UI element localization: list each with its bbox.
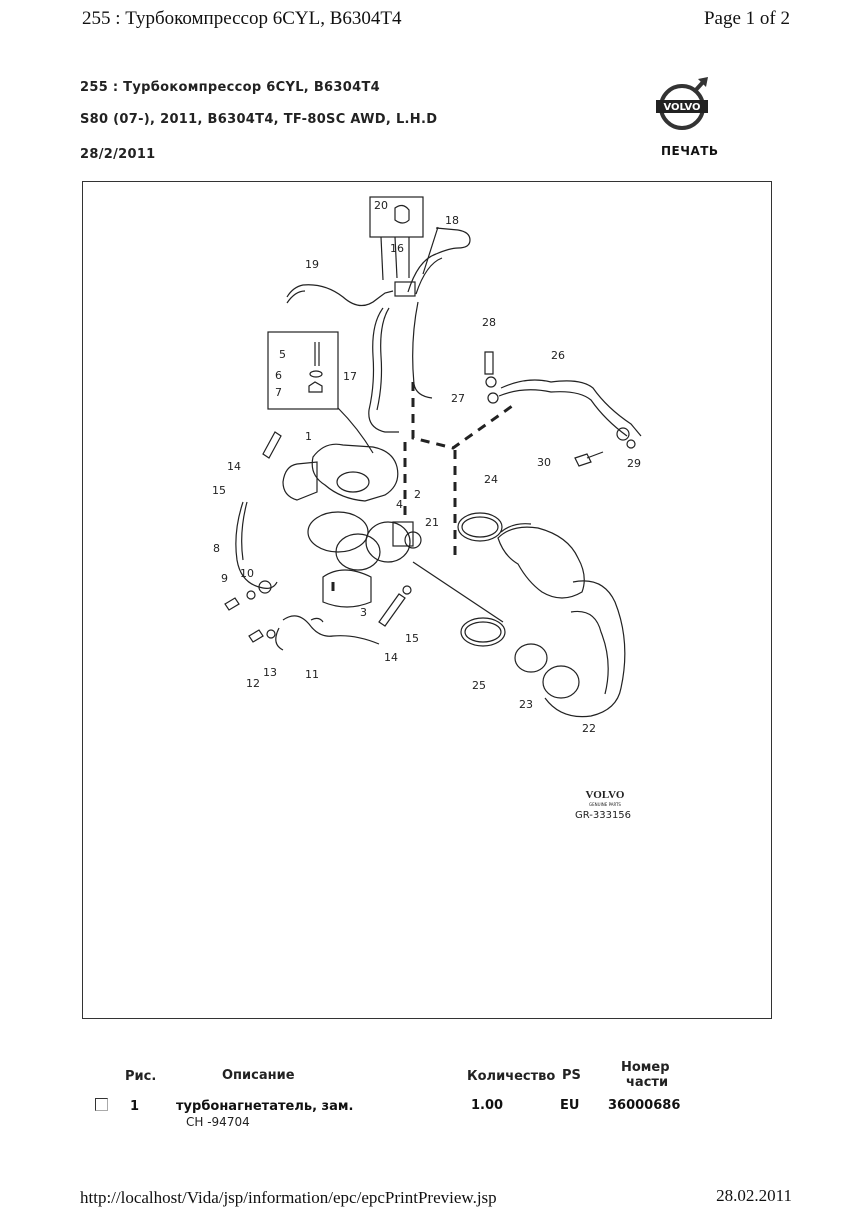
callout-22: 22 — [582, 722, 596, 735]
turbocharger-exploded-view: 1 2 3 4 5 6 7 8 9 10 11 12 13 14 14 15 1… — [212, 196, 642, 821]
callout-12: 12 — [246, 677, 260, 690]
callout-25: 25 — [472, 679, 486, 692]
callout-4: 4 — [396, 498, 403, 511]
row-part-number: 36000686 — [608, 1098, 681, 1113]
callout-10: 10 — [240, 567, 254, 580]
vehicle-info: S80 (07-), 2011, B6304T4, TF-80SC AWD, L… — [80, 112, 438, 127]
logo-text: VOLVO — [663, 102, 700, 113]
inset-box-bolts — [267, 331, 339, 410]
callout-11: 11 — [305, 668, 319, 681]
callout-24: 24 — [484, 473, 498, 486]
col-header-ps: PS — [562, 1068, 581, 1083]
callout-28: 28 — [482, 316, 496, 329]
callout-14-upper: 14 — [227, 460, 241, 473]
row-sub-code: CH -94704 — [186, 1115, 250, 1129]
row-select-checkbox[interactable] — [95, 1098, 108, 1111]
callout-27: 27 — [451, 392, 465, 405]
callout-9: 9 — [221, 572, 228, 585]
row-qty: 1.00 — [471, 1098, 504, 1113]
callout-19: 19 — [305, 258, 319, 271]
callout-16: 16 — [390, 242, 404, 255]
callout-2: 2 — [414, 488, 421, 501]
callout-14-lower: 14 — [384, 651, 398, 664]
callout-1: 1 — [305, 430, 312, 443]
callout-15-lower: 15 — [405, 632, 419, 645]
callout-26: 26 — [551, 349, 565, 362]
callout-29: 29 — [627, 457, 641, 470]
print-button[interactable]: ПЕЧАТЬ — [661, 144, 719, 158]
footer-url: http://localhost/Vida/jsp/information/ep… — [80, 1188, 497, 1207]
callout-20: 20 — [374, 199, 388, 212]
callout-7: 7 — [275, 386, 282, 399]
diagram-brand-sub: GENUINE PARTS — [589, 802, 621, 807]
footer-date: 28.02.2011 — [716, 1186, 792, 1205]
callout-3: 3 — [360, 606, 367, 619]
callout-5: 5 — [279, 348, 286, 361]
row-desc: турбонагнетатель, зам. — [176, 1099, 354, 1114]
inset-box-clip — [369, 196, 424, 238]
doc-date: 28/2/2011 — [80, 147, 156, 162]
callout-18: 18 — [445, 214, 459, 227]
col-header-qty: Количество — [467, 1069, 556, 1084]
diagram-brand: VOLVO — [586, 789, 625, 801]
col-header-desc: Описание — [222, 1068, 295, 1083]
diagram-ref: GR-333156 — [575, 810, 631, 821]
callout-15-upper: 15 — [212, 484, 226, 497]
callout-23: 23 — [519, 698, 533, 711]
page-header-title: 255 : Турбокомпрессор 6CYL, B6304T4 — [82, 8, 402, 29]
callout-30: 30 — [537, 456, 551, 469]
parts-diagram: 1 2 3 4 5 6 7 8 9 10 11 12 13 14 14 15 1… — [82, 181, 772, 1019]
col-header-part-2: части — [626, 1075, 669, 1090]
volvo-logo-icon[interactable]: VOLVO — [652, 75, 712, 135]
doc-section-title: 255 : Турбокомпрессор 6CYL, B6304T4 — [80, 80, 380, 95]
row-ps: EU — [560, 1098, 580, 1113]
callout-13: 13 — [263, 666, 277, 679]
callout-21: 21 — [425, 516, 439, 529]
row-fig: 1 — [130, 1099, 140, 1114]
col-header-part-1: Номер — [621, 1060, 670, 1075]
page-number: Page 1 of 2 — [703, 8, 790, 29]
col-header-fig: Рис. — [125, 1069, 157, 1084]
callout-17: 17 — [343, 370, 357, 383]
callout-8: 8 — [213, 542, 220, 555]
callout-6: 6 — [275, 369, 282, 382]
